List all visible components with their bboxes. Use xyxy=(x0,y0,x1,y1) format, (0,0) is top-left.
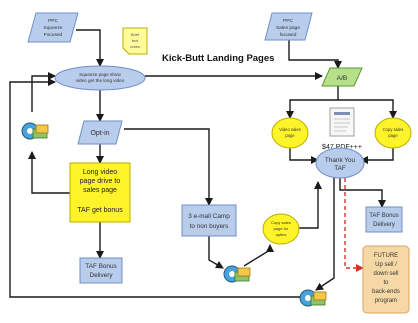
video-sales-node: Video sales page xyxy=(271,117,309,149)
note-line1: Brief xyxy=(131,32,140,37)
future-line4: to xyxy=(383,280,389,286)
note-line2: text xyxy=(132,38,139,43)
taf-left-line1: TAF Bonus xyxy=(85,263,117,270)
ab-label: A/B xyxy=(337,75,348,82)
diagram-title: Kick-Butt Landing Pages xyxy=(162,53,274,64)
future-line2: Up sell / xyxy=(375,262,397,268)
gear-cash-icon xyxy=(223,265,251,283)
arrow-copy-to-thankyou xyxy=(360,148,394,164)
email-camp-node: 3 e-mail Camp to non buyers xyxy=(181,204,237,237)
arrow-ppc-to-squeeze xyxy=(76,29,104,67)
email-camp-line2: to non buyers xyxy=(190,223,229,230)
ppc-squeeze-line2: Squeeze xyxy=(44,25,63,31)
taf-bonus-delivery-right: TAF Bonus Delivery xyxy=(365,206,403,233)
thank-you-line2: TAF xyxy=(334,165,346,172)
ppc-sales-line2: Sales page xyxy=(276,25,300,31)
ppc-squeeze-line3: Focused xyxy=(44,32,63,38)
taf-right-line2: Delivery xyxy=(373,222,395,228)
arrow-thankyou-to-taf xyxy=(339,178,386,208)
future-line6: program xyxy=(375,298,397,304)
arrow-optins-to-thankyou xyxy=(299,181,322,229)
email-camp-line1: 3 e-mail Camp xyxy=(188,213,230,220)
optins-line2: page for xyxy=(274,226,289,231)
connectors xyxy=(9,29,397,298)
copy-sales-node: Copy sales page xyxy=(374,117,412,149)
squeeze-page-node: Squeeze page show video get the long vid… xyxy=(54,65,146,91)
optins-line1: Copy sales xyxy=(271,220,291,225)
arrow-ab-to-video xyxy=(286,86,339,119)
long-video-line3: sales page xyxy=(83,187,117,194)
future-line5: back-ends xyxy=(372,289,400,295)
ppc-sales-line3: focused xyxy=(280,32,297,38)
opt-in-label: Opt-in xyxy=(90,130,109,137)
arrow-optin-to-email xyxy=(124,128,213,206)
thank-you-node: Thank You TAF xyxy=(315,147,365,179)
gear-cash-icon xyxy=(299,289,327,307)
gear-cash-icon xyxy=(21,122,49,140)
arrow-gear-to-optins xyxy=(243,244,274,267)
ppc-sales-node: PPC Sales page focused xyxy=(264,12,313,41)
opt-in-node: Opt-in xyxy=(77,120,123,145)
taf-bonus-delivery-left: TAF Bonus Delivery xyxy=(79,257,123,284)
arrow-video-to-thankyou xyxy=(289,148,319,164)
video-sales-line1: Video sales xyxy=(279,127,301,132)
taf-right-line1: TAF Bonus xyxy=(369,213,399,219)
video-sales-line2: page xyxy=(285,133,295,138)
squeeze-line2: video get the long video xyxy=(76,78,125,83)
future-line1: FUTURE xyxy=(374,253,398,259)
squeeze-line1: Squeeze page show xyxy=(79,72,121,77)
pdf-label: $47 PDF+++ xyxy=(322,144,362,151)
arrow-future-dashed xyxy=(344,178,364,272)
long-video-line2: page drive to xyxy=(80,178,121,185)
arrow-ppcsales-to-ab xyxy=(288,37,342,69)
copy-sales-optins-node: Copy sales page for optins xyxy=(262,213,300,245)
future-node: FUTURE Up sell / down sell to back-ends … xyxy=(362,245,410,314)
document-icon xyxy=(329,107,355,137)
taf-get-bonus-label: TAF get bonus xyxy=(77,207,123,214)
arrow-loop-gear-to-squeeze xyxy=(31,72,56,112)
long-video-node: Long video page drive to sales page TAF … xyxy=(69,162,131,223)
ab-node: A/B xyxy=(321,67,363,87)
future-line3: down sell xyxy=(373,271,398,277)
ppc-sales-line1: PPC xyxy=(283,18,293,24)
arrow-outer-loop xyxy=(9,78,300,298)
ppc-squeeze-line1: PPC xyxy=(48,18,58,24)
arrow-ab-to-copy xyxy=(338,99,397,119)
arrow-longvideo-to-gear xyxy=(28,151,70,194)
long-video-line1: Long video xyxy=(83,169,117,176)
arrow-thankyou-down xyxy=(315,178,335,291)
copy-sales-line2: page xyxy=(388,133,398,138)
optins-line3: optins xyxy=(276,232,287,237)
ppc-squeeze-node: PPC Squeeze Focused xyxy=(27,12,79,43)
note-line3: notes xyxy=(130,44,140,49)
yellow-note: Brief text notes xyxy=(122,27,148,55)
arrow-email-to-gear xyxy=(208,236,224,269)
thank-you-line1: Thank You xyxy=(325,157,356,164)
copy-sales-line1: Copy sales xyxy=(383,127,404,132)
taf-left-line2: Delivery xyxy=(89,272,113,279)
